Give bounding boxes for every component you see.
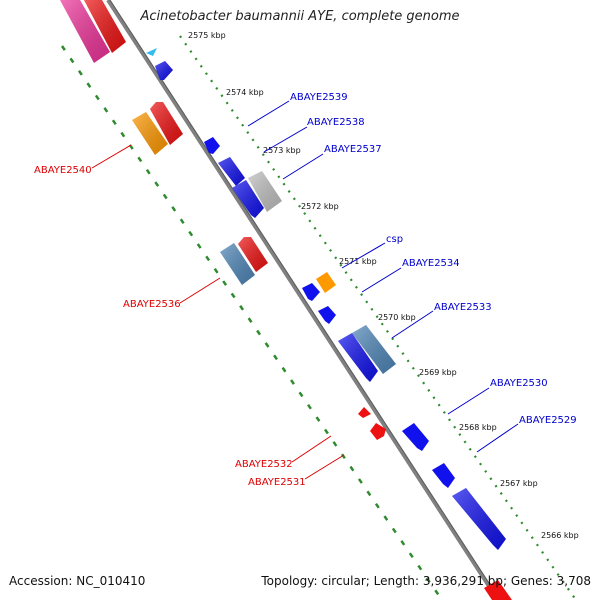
genome-summary: Topology: circular; Length: 3,936,291 bp…: [261, 574, 591, 588]
tick-label-2570: 2570 kbp: [378, 313, 416, 322]
label-leaders-blue: [247, 100, 519, 453]
gene-ABAYE2539: [204, 137, 220, 154]
tick-label-2569: 2569 kbp: [419, 368, 457, 377]
gene-label-csp: csp: [386, 234, 403, 245]
gene-cyan-small: [146, 48, 157, 56]
gene-red-bottom: [484, 580, 512, 600]
gene-shading: [60, 0, 506, 550]
gene-red-small-1: [358, 407, 371, 418]
gene-label-ABAYE2529: ABAYE2529: [519, 415, 577, 426]
gene-ABAYE2530: [402, 423, 429, 451]
tick-label-2568: 2568 kbp: [459, 423, 497, 432]
gene-label-ABAYE2536: ABAYE2536: [123, 299, 181, 310]
label-leaders-red: [91, 144, 345, 480]
gene-label-ABAYE2532: ABAYE2532: [235, 459, 293, 470]
tick-label-2571: 2571 kbp: [339, 257, 377, 266]
tick-guide-inner: [60, 45, 444, 601]
tick-label-2566: 2566 kbp: [541, 531, 579, 540]
gene-label-ABAYE2538: ABAYE2538: [307, 117, 365, 128]
gene-label-ABAYE2530: ABAYE2530: [490, 378, 548, 389]
gene-label-ABAYE2537: ABAYE2537: [324, 144, 382, 155]
tick-label-2573: 2573 kbp: [263, 146, 301, 155]
gene-label-ABAYE2534: ABAYE2534: [402, 258, 460, 269]
gene-label-ABAYE2540: ABAYE2540: [34, 165, 92, 176]
tick-label-2572: 2572 kbp: [301, 202, 339, 211]
gene-ABAYE2534: [302, 283, 320, 301]
accession-label: Accession: NC_010410: [9, 574, 146, 588]
tick-label-2575: 2575 kbp: [188, 31, 226, 40]
gene-label-ABAYE2531: ABAYE2531: [248, 477, 306, 488]
genome-backbone-shadow: [109, 0, 501, 601]
genome-backbone: [106, 0, 500, 602]
tick-label-2567: 2567 kbp: [500, 479, 538, 488]
gene-label-ABAYE2539: ABAYE2539: [290, 92, 348, 103]
gene-csp: [316, 272, 336, 293]
tick-label-2574: 2574 kbp: [226, 88, 264, 97]
gene-label-ABAYE2533: ABAYE2533: [434, 302, 492, 313]
gene-red-small-2: [370, 423, 386, 440]
gene-blue-2: [318, 306, 336, 324]
gene-ABAYE2529: [432, 463, 455, 488]
map-title: Acinetobacter baumannii AYE, complete ge…: [140, 9, 460, 24]
